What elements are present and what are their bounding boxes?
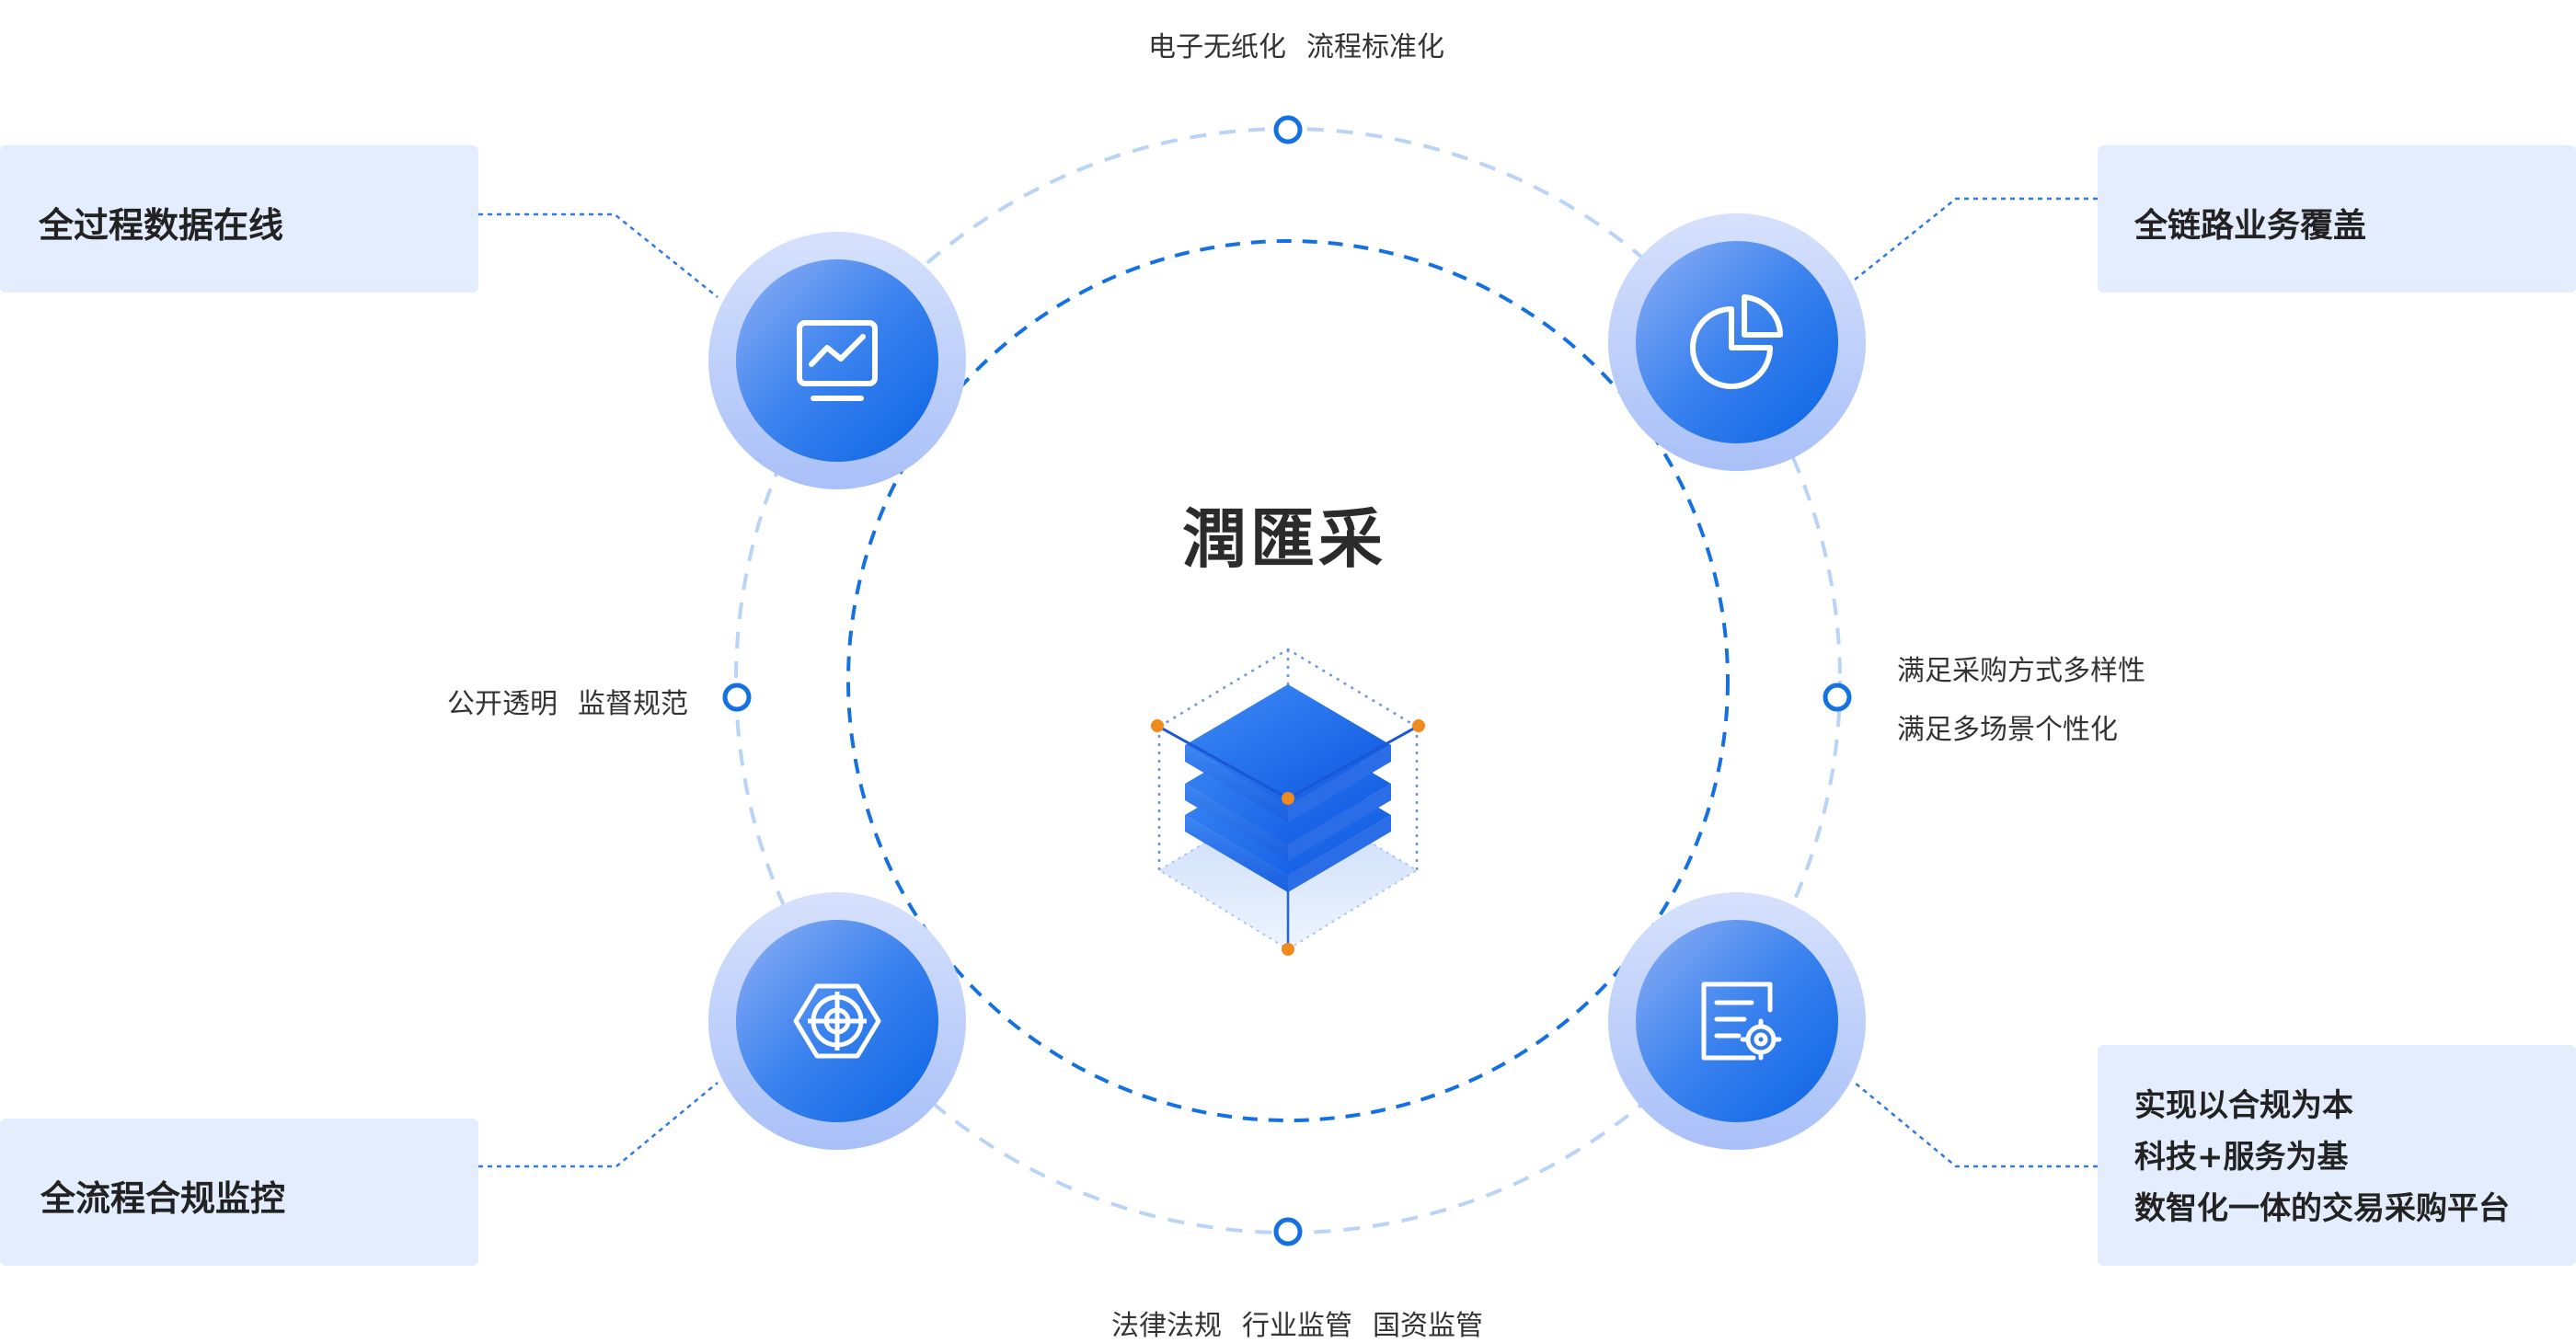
caption-bottom-item: 法律法规 xyxy=(1111,1310,1222,1342)
central-stack-illustration xyxy=(1151,648,1425,956)
connector-top-right xyxy=(1854,197,2098,281)
caption-right: 满足采购方式多样性 满足多场景个性化 xyxy=(1897,642,2145,760)
caption-left: 公开透明监督规范 xyxy=(447,681,688,721)
connector-top-left xyxy=(478,212,719,298)
feature-box-line: 数智化一体的交易采购平台 xyxy=(2134,1190,2510,1227)
ring-marker-top xyxy=(1273,115,1303,144)
caption-top-item: 电子无纸化 xyxy=(1148,31,1286,63)
node-top-right xyxy=(1608,213,1866,471)
feature-box-title: 全流程合规监控 xyxy=(40,1178,286,1219)
center-title: 潤匯采 xyxy=(1182,501,1386,577)
feature-box-line: 科技+服务为基 xyxy=(2134,1139,2349,1176)
ring-marker-right xyxy=(1823,683,1852,712)
hexagon-target-icon xyxy=(793,983,881,1059)
feature-box-line: 实现以合规为本 xyxy=(2134,1087,2353,1124)
caption-bottom-item: 行业监管 xyxy=(1242,1310,1352,1342)
caption-top: 电子无纸化流程标准化 xyxy=(1148,24,1444,64)
ring-marker-left xyxy=(722,683,752,712)
ring-marker-bottom xyxy=(1273,1217,1303,1246)
caption-bottom-item: 国资监管 xyxy=(1373,1310,1483,1342)
node-bottom-right xyxy=(1608,892,1866,1150)
caption-right-item: 满足多场景个性化 xyxy=(1897,714,2118,746)
caption-left-item: 监督规范 xyxy=(578,688,688,720)
feature-box-title: 全链路业务覆盖 xyxy=(2134,207,2367,245)
caption-top-item: 流程标准化 xyxy=(1306,31,1444,63)
inner-ring xyxy=(846,239,1730,1122)
document-gear-icon xyxy=(1701,981,1782,1061)
connector-bottom-right xyxy=(1854,1082,2098,1168)
connector-bottom-left xyxy=(478,1082,719,1168)
feature-box-bottom-left: 全流程合规监控 xyxy=(0,1119,478,1266)
caption-bottom: 法律法规行业监管国资监管 xyxy=(1111,1303,1483,1343)
caption-right-item: 满足采购方式多样性 xyxy=(1897,655,2145,687)
feature-box-top-left: 全过程数据在线 xyxy=(0,145,478,293)
node-bottom-left xyxy=(708,892,966,1150)
feature-box-lines: 实现以合规为本 科技+服务为基 数智化一体的交易采购平台 xyxy=(2134,1080,2510,1234)
feature-box-top-right: 全链路业务覆盖 xyxy=(2098,145,2576,293)
feature-box-title: 全过程数据在线 xyxy=(39,205,284,246)
pie-chart-icon xyxy=(1690,294,1783,389)
node-top-left xyxy=(708,232,966,489)
caption-left-item: 公开透明 xyxy=(447,688,558,720)
feature-box-bottom-right: 实现以合规为本 科技+服务为基 数智化一体的交易采购平台 xyxy=(2098,1045,2576,1266)
monitor-chart-icon xyxy=(797,320,878,401)
